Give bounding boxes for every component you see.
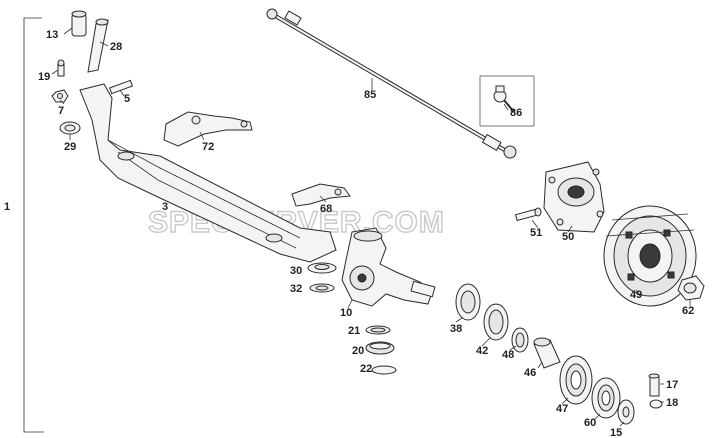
part-30-shim [307,262,337,274]
label-51: 51 [530,227,542,239]
part-42-ring [483,303,509,341]
part-51-stud [514,207,542,222]
part-17-bolt [648,373,660,397]
label-18: 18 [666,397,678,409]
label-28: 28 [110,41,122,53]
label-85: 85 [364,89,376,101]
label-72: 72 [202,141,214,153]
part-10-knuckle [341,227,436,307]
part-46-sleeve [533,337,561,369]
label-42: 42 [476,345,488,357]
part-19-nipple [57,59,65,77]
label-86: 86 [510,107,522,119]
part-3-axle-beam [79,83,337,263]
part-38-seal [455,283,481,321]
part-22-washer [371,365,397,375]
part-62-cap [677,275,705,301]
label-3: 3 [162,201,168,213]
part-7-nut [51,89,69,103]
label-10: 10 [340,307,352,319]
part-85-tie-rod [266,8,517,159]
label-21: 21 [348,325,360,337]
part-15-washer [617,399,635,425]
label-48: 48 [502,349,514,361]
part-50-hub [543,161,605,233]
part-5-pin [108,79,134,95]
label-22: 22 [360,363,372,375]
label-13: 13 [46,29,58,41]
label-7: 7 [58,105,64,117]
label-30: 30 [290,265,302,277]
part-18-nut [649,399,663,409]
label-50: 50 [562,231,574,243]
label-46: 46 [524,367,536,379]
part-48-spacer [511,327,529,353]
part-13-bush [71,10,87,37]
part-68-lever [291,183,351,207]
label-29: 29 [64,141,76,153]
label-15: 15 [610,427,622,438]
leader-lines [51,27,691,427]
label-49: 49 [630,289,642,301]
label-47: 47 [556,403,568,415]
part-86-ball-joint [479,75,535,127]
part-49-brake-drum [603,205,697,307]
assembly-bracket [23,17,44,433]
label-17: 17 [666,379,678,391]
part-28-kingpin [87,18,109,73]
part-29-seal [59,121,81,135]
part-72-arm [163,111,253,147]
label-60: 60 [584,417,596,429]
label-68: 68 [320,203,332,215]
label-32: 32 [290,283,302,295]
part-60-bearing [591,377,621,419]
part-21-ring [365,325,391,335]
label-1: 1 [4,201,10,213]
label-5: 5 [124,93,130,105]
part-32-washer [309,283,335,293]
label-62: 62 [682,305,694,317]
label-19: 19 [38,71,50,83]
part-20-cap [365,341,395,355]
label-38: 38 [450,323,462,335]
part-47-bearing [559,355,593,405]
label-20: 20 [352,345,364,357]
